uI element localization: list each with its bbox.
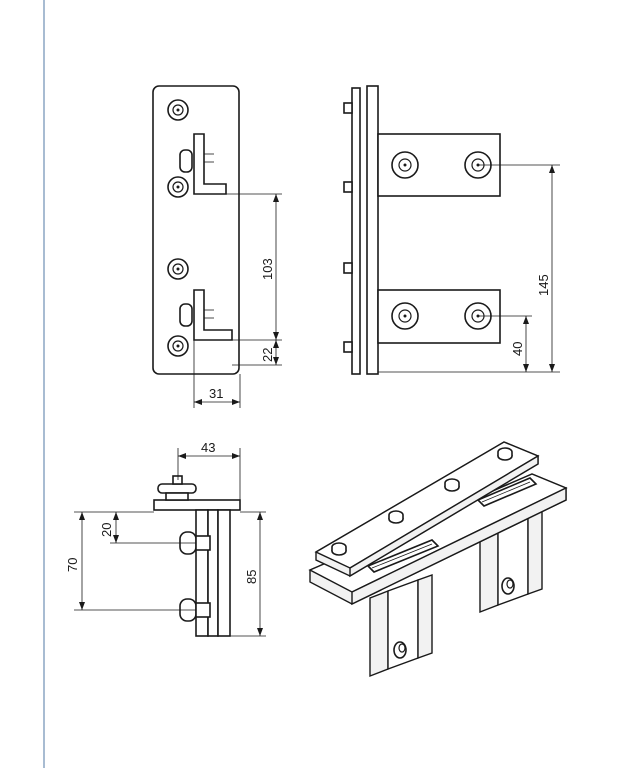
front-bolt [167, 176, 189, 198]
iso-rear-leg [479, 510, 543, 614]
iso-top-plate [314, 441, 540, 578]
front-plate [152, 85, 240, 375]
front-view: 103 22 31 [152, 85, 282, 408]
dim-side-145: 145 [536, 274, 551, 296]
iso-bolt [444, 478, 460, 492]
dim-end-70: 70 [65, 558, 80, 572]
iso-bolt [388, 510, 404, 524]
dim-front-22: 22 [260, 348, 275, 362]
dim-end-20: 20 [99, 523, 114, 537]
end-top-plate [153, 499, 241, 511]
front-bolt [167, 258, 189, 280]
front-bolt [167, 99, 189, 121]
side-outer-plate [351, 87, 361, 375]
side-view: 145 40 [343, 85, 560, 375]
dim-front-31: 31 [209, 386, 223, 401]
end-view: 43 20 70 85 [65, 440, 266, 637]
iso-bolt [497, 447, 513, 461]
isometric-view [308, 441, 568, 678]
iso-bolt [331, 542, 347, 556]
front-bolt [167, 335, 189, 357]
front-upper-bracket [179, 133, 227, 195]
dim-end-43: 43 [201, 440, 215, 455]
side-lower-flange [377, 289, 501, 344]
iso-base-plate [308, 473, 568, 606]
side-inner-plate [366, 85, 379, 375]
iso-front-leg [369, 574, 433, 678]
dim-side-40: 40 [510, 342, 525, 356]
dim-front-103: 103 [260, 258, 275, 280]
dim-end-85: 85 [244, 570, 259, 584]
